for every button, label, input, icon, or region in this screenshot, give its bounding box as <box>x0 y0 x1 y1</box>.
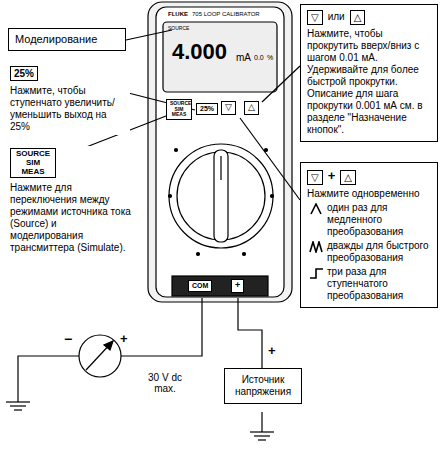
ramp-stroke <box>310 242 322 252</box>
ground-symbol <box>250 431 274 432</box>
callout-text: Моделирование <box>15 33 119 46</box>
dial-dot <box>243 253 246 256</box>
callout-text: Источник напряжения <box>229 374 297 398</box>
leader-line <box>240 118 300 200</box>
rotary-dial <box>169 144 273 248</box>
key-row: ▽ или △ <box>307 10 431 25</box>
callout-text: Нажмите, чтобы прокрутить вверх/вниз с ш… <box>307 28 431 136</box>
list-item: дважды для быстрого преобразования <box>307 240 431 264</box>
device-label: + <box>120 332 128 346</box>
button-label: SOURCE SIM MEAS <box>166 99 192 120</box>
dial-dot <box>197 253 200 256</box>
button-label: COM <box>188 280 212 292</box>
callout-text: + <box>328 168 336 184</box>
device-label: 705 LOOP CALIBRATOR <box>192 11 260 18</box>
key-row: ▽ + △ <box>307 168 431 185</box>
dial-pointer <box>220 156 221 180</box>
display <box>163 22 277 92</box>
device-label: − <box>64 332 72 347</box>
device-label: FLUKE <box>168 11 188 18</box>
button-key: ▽ <box>307 10 323 25</box>
ramp-stroke <box>310 269 323 278</box>
key-row: 25% <box>10 66 128 81</box>
device-label: SOURCE <box>168 26 189 32</box>
button-key: △ <box>340 170 356 185</box>
dial-dot <box>265 149 268 152</box>
list-item: один раз для медленного преобразования <box>307 202 431 238</box>
ramp-symbol <box>309 267 325 279</box>
callout: SOURCE SIM MEAS Нажмите для переключения … <box>8 146 134 256</box>
key-row: SOURCE SIM MEAS <box>10 148 132 178</box>
ground-symbol <box>10 405 26 406</box>
callout-box: Моделирование <box>8 28 126 51</box>
button-label: + <box>231 279 244 293</box>
meter-needle-head <box>104 341 113 350</box>
button-key: ▽ <box>307 170 323 185</box>
dial-knob <box>214 150 228 242</box>
dial-dot <box>169 195 172 198</box>
wire <box>18 356 79 402</box>
device-label: + <box>268 344 276 358</box>
ground-symbol <box>258 439 266 440</box>
wire <box>238 298 262 368</box>
dial-dot <box>175 149 178 152</box>
callout-text: Нажмите для переключения между режимами … <box>10 182 132 254</box>
button-key: △ <box>350 10 366 25</box>
callout-text: три раза для ступенчатого преобразования <box>327 266 431 302</box>
callout-text: дважды для быстрого преобразования <box>327 240 431 264</box>
button-key: 25% <box>10 66 38 81</box>
leader-line <box>262 66 300 102</box>
device-label: 0.0 <box>254 54 264 62</box>
callout-text: или <box>328 11 345 23</box>
callout: 25% Нажмите, чтобы ступенчато увеличить/у… <box>8 64 130 135</box>
list-item: три раза для ступенчатого преобразования <box>307 266 431 302</box>
ground-symbol <box>254 435 270 436</box>
dial-dot <box>271 195 274 198</box>
callout-text: Нажмите, чтобы ступенчато увеличить/умен… <box>10 85 128 133</box>
callout-text: Нажмите одновременно <box>307 188 431 200</box>
holster <box>148 2 292 302</box>
device-label: 30 V dc max. <box>140 372 190 394</box>
button-label: ▽ <box>221 101 236 115</box>
ground-symbol <box>14 409 22 410</box>
button-label: 25% <box>196 103 218 115</box>
device-label: mA <box>236 52 251 63</box>
wire <box>261 412 262 432</box>
callout-box: ▽ + △ Нажмите одновременно один раз для медл… <box>300 162 438 308</box>
ramp-stroke <box>311 204 321 214</box>
ramp-symbol <box>309 203 325 215</box>
callout-text: один раз для медленного преобразования <box>327 202 431 238</box>
callout-box: ▽ или △ Нажмите, чтобы прокрутить вверх/вни… <box>300 4 438 142</box>
ramp-symbol <box>309 241 325 253</box>
callout-box: Источник напряжения <box>224 368 302 404</box>
leader-line <box>126 30 172 40</box>
meter-symbol <box>79 335 121 377</box>
device-label: 4.000 <box>172 40 227 64</box>
button-label: △ <box>244 101 259 115</box>
wire <box>121 298 202 356</box>
jack-strip <box>172 276 268 296</box>
device-label: % <box>267 54 273 62</box>
meter-needle <box>86 341 113 370</box>
ground-symbol <box>6 401 30 402</box>
button-key: SOURCE SIM MEAS <box>10 148 56 178</box>
